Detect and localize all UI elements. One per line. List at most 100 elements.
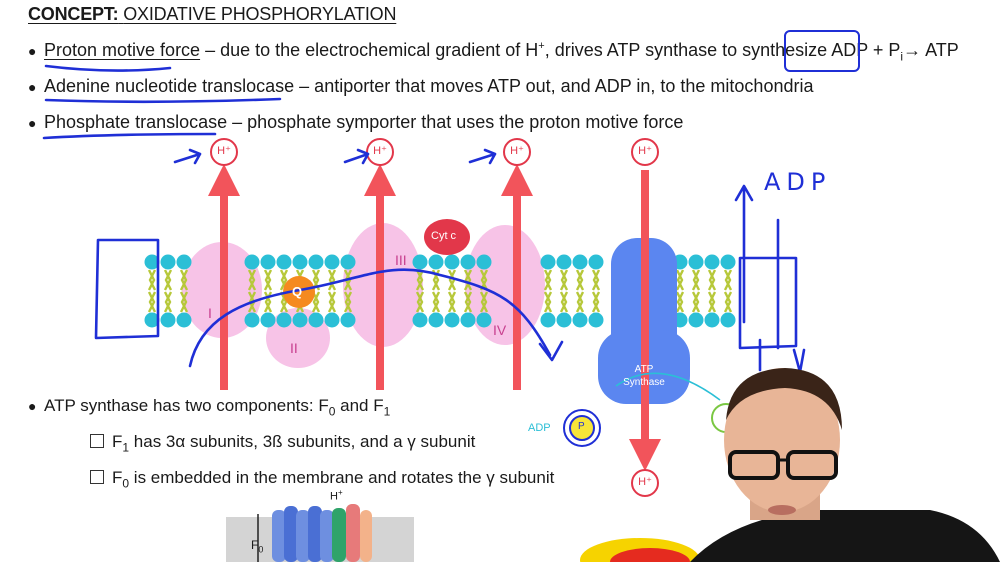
- item-text: F: [112, 432, 123, 451]
- phosphate-ink-ring: [563, 409, 601, 447]
- red-object: [610, 548, 690, 562]
- membrane-tail: [147, 291, 157, 313]
- membrane-head: [588, 254, 604, 270]
- membrane-head: [540, 312, 556, 328]
- presenter-video: [580, 368, 1000, 562]
- membrane-head: [244, 254, 260, 270]
- mini-f: F: [251, 538, 259, 552]
- membrane-tail: [327, 269, 337, 291]
- proton-label: H⁺: [217, 145, 231, 157]
- membrane-tail: [691, 291, 701, 313]
- membrane-head: [260, 254, 276, 270]
- membrane-head: [572, 254, 588, 270]
- membrane-tail: [543, 291, 553, 313]
- membrane-tail: [575, 269, 585, 291]
- membrane-tail: [707, 269, 717, 291]
- handwritten-adp: ADP: [764, 168, 832, 196]
- membrane-tail: [723, 269, 733, 291]
- membrane-head: [292, 312, 308, 328]
- membrane-tail: [147, 269, 157, 291]
- term-proton-motive-force: Proton motive force: [44, 40, 201, 60]
- membrane-head: [176, 254, 192, 270]
- membrane-head: [324, 312, 340, 328]
- atp-synthase-bullet: ●ATP synthase has two components: F0 and…: [28, 396, 390, 418]
- page-title: CONCEPT: OXIDATIVE PHOSPHORYLATION: [28, 4, 396, 25]
- membrane-tail: [479, 291, 489, 313]
- membrane-tail: [675, 291, 685, 313]
- boxed-text: ADP + P: [831, 40, 901, 60]
- membrane-head: [276, 312, 292, 328]
- membrane-head: [412, 312, 428, 328]
- mini-f-sub: 0: [258, 544, 264, 555]
- mini-h-plus: H+: [330, 488, 343, 503]
- membrane-tail: [723, 291, 733, 313]
- membrane-tail: [263, 269, 273, 291]
- atp-synthase-label-2: Synthase: [623, 377, 665, 388]
- term-adenine-translocase: Adenine nucleotide translocase: [44, 76, 295, 96]
- handwritten-box: [784, 30, 860, 72]
- membrane-tail: [447, 291, 457, 313]
- mini-h: H: [330, 490, 338, 503]
- bullet-text: – antiporter that moves ATP out, and ADP…: [294, 76, 814, 96]
- q-circle: [283, 276, 315, 308]
- membrane-head: [308, 254, 324, 270]
- membrane-head: [572, 312, 588, 328]
- ink-annotations: [42, 64, 806, 374]
- membrane-head: [340, 254, 356, 270]
- title-rest: OXIDATIVE PHOSPHORYLATION: [123, 4, 397, 24]
- membrane-head: [688, 312, 704, 328]
- mini-f0-diagram: [257, 504, 372, 562]
- membrane-tail: [163, 291, 173, 313]
- membrane-tail: [707, 291, 717, 313]
- cytc-label: Cyt c: [431, 230, 457, 242]
- membrane-tail: [675, 269, 685, 291]
- membrane-head: [244, 312, 260, 328]
- membrane-tail: [327, 291, 337, 313]
- p-label: P: [578, 421, 585, 432]
- mini-h-sup: +: [337, 488, 343, 497]
- membrane-head: [160, 254, 176, 270]
- bullet-text: , drives ATP synthase to synthesize: [544, 40, 832, 60]
- bullet-phosphate-translocase: ●Phosphate translocase – phosphate sympo…: [28, 112, 683, 133]
- membrane-head: [276, 254, 292, 270]
- membrane-tail: [575, 291, 585, 313]
- complex-i-label: I: [208, 305, 212, 321]
- mini-f0-helices: [257, 504, 372, 562]
- membrane-tail: [463, 291, 473, 313]
- atp-synthase-label-1: ATP: [634, 364, 654, 375]
- proton-label: H⁺: [373, 145, 387, 157]
- membrane-head: [324, 254, 340, 270]
- membrane-tail: [559, 269, 569, 291]
- membrane-tail: [179, 269, 189, 291]
- membrane-tail: [343, 291, 353, 313]
- f0-item: F0 is embedded in the membrane and rotat…: [90, 468, 554, 490]
- proton-label: H⁺: [638, 145, 652, 157]
- membrane-head: [428, 312, 444, 328]
- subscript: 1: [122, 440, 130, 455]
- membrane-head: [260, 312, 276, 328]
- membrane-head: [144, 312, 160, 328]
- presenter-hair: [726, 368, 842, 430]
- membrane-head: [428, 254, 444, 270]
- membrane-tail: [447, 269, 457, 291]
- membrane-tail: [591, 269, 601, 291]
- bullet-dot: ●: [28, 43, 37, 59]
- membrane-head: [144, 254, 160, 270]
- membrane-tail: [263, 291, 273, 313]
- arrow-glyph: →: [903, 40, 922, 60]
- presenter-mouth: [768, 505, 796, 515]
- membrane-tail: [431, 291, 441, 313]
- membrane-tail: [415, 291, 425, 313]
- checkbox-square: [90, 434, 104, 448]
- item-text: has 3α subunits, 3ß subunits, and a γ su…: [129, 432, 476, 451]
- membrane-head: [704, 254, 720, 270]
- membrane-tail: [179, 291, 189, 313]
- membrane-tail: [247, 269, 257, 291]
- bullet-text: – phosphate symporter that uses the prot…: [227, 112, 684, 132]
- membrane-head: [340, 312, 356, 328]
- subscript: 1: [383, 404, 391, 419]
- membrane-head: [476, 312, 492, 328]
- membrane-head: [556, 312, 572, 328]
- subscript: 0: [122, 476, 130, 491]
